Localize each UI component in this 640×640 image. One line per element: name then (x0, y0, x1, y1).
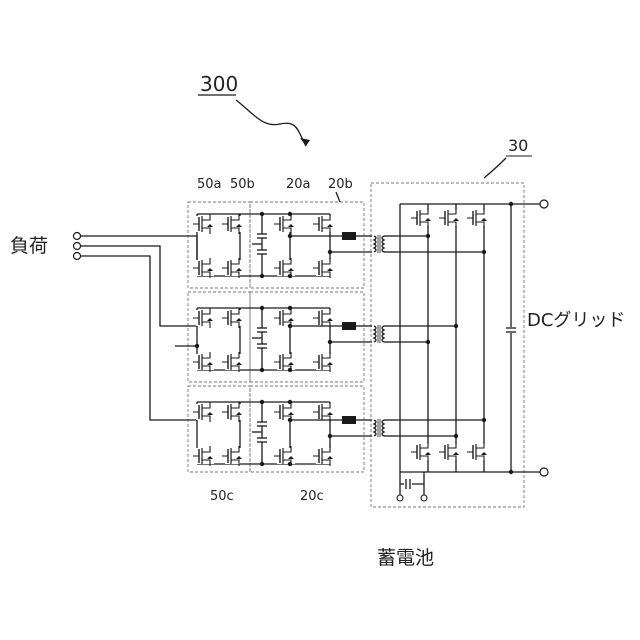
switch-top-leg-3 (467, 208, 488, 228)
dc-grid-label: DCグリッド (527, 310, 625, 331)
load-feeders (74, 233, 198, 421)
junction-dot (288, 400, 292, 404)
ref-30-label: 30 (508, 136, 528, 155)
junction-dot (260, 400, 264, 404)
switch-bottom-leg-2 (439, 442, 460, 462)
p3-switch-50a-bottom (193, 446, 214, 466)
p2-switch-20b-bottom (313, 352, 334, 372)
junction-dot (288, 368, 292, 372)
junction-dot (260, 462, 264, 466)
p3-capacitor-2 (257, 438, 267, 442)
dc-link-capacitor (506, 328, 516, 332)
switch-top-leg-2 (439, 208, 460, 228)
p2-switch-20b-top (313, 308, 334, 328)
p1-switch-20b-top (313, 214, 334, 234)
load-terminal-3 (74, 253, 81, 260)
p2-capacitor-1 (257, 328, 267, 332)
p1-switch-50a-bottom (193, 258, 214, 278)
phase-stages (175, 212, 396, 466)
p1-switch-50b-bottom (222, 258, 243, 278)
p2-switch-50a-bottom (193, 352, 214, 372)
feeder-phase-1 (81, 236, 197, 268)
p2-switch-50b-bottom (222, 352, 243, 372)
p1-switch-20a-top (274, 214, 295, 234)
p3-switch-20b-top (313, 402, 334, 422)
dc-grid-terminal-positive (540, 200, 548, 208)
battery-terminal-2 (421, 495, 427, 501)
p2-inductor (342, 322, 356, 330)
ref-50c-label: 50c (210, 489, 234, 504)
battery-lead-1 (400, 472, 404, 484)
p3-capacitor-1 (257, 422, 267, 426)
ref-50b-label: 50b (230, 177, 255, 192)
p3-transformer (374, 419, 384, 437)
battery-capacitor (406, 479, 410, 489)
p1-capacitor-1 (257, 234, 267, 238)
p1-switch-20b-bottom (313, 258, 334, 278)
junction-dot (288, 418, 292, 422)
switch-top-leg-1 (411, 208, 432, 228)
junction-dot (260, 212, 264, 216)
p1-transformer (374, 235, 384, 253)
load-terminal-1 (74, 233, 81, 240)
junction-dot (328, 340, 332, 344)
junction-dot (260, 274, 264, 278)
ref-300-label: 300 (200, 72, 238, 96)
junction-dot (288, 274, 292, 278)
junction-dot (288, 234, 292, 238)
p3-switch-50b-bottom (222, 446, 243, 466)
ref-300-leader-arrow (236, 100, 306, 146)
p2-transformer (374, 325, 384, 343)
junction-dot (328, 250, 332, 254)
junction-dot (288, 306, 292, 310)
p1-switch-50b-top (222, 214, 243, 234)
p1-capacitor-2 (257, 250, 267, 254)
p3-inductor (342, 416, 356, 424)
junction-dot (288, 212, 292, 216)
ref-20b-leader (336, 192, 340, 202)
ref-20c-label: 20c (300, 489, 324, 504)
ref-30-leader (484, 158, 506, 178)
ref-20b-label: 20b (328, 177, 353, 192)
p2-switch-50a-top (193, 308, 214, 328)
battery-label: 蓄電池 (377, 547, 434, 569)
load-terminal-2 (74, 243, 81, 250)
dc-grid-terminal-negative (540, 468, 548, 476)
junction-dot (288, 462, 292, 466)
battery-terminal-1 (397, 495, 403, 501)
feeder-phase-3 (81, 256, 197, 420)
ref-20a-label: 20a (286, 177, 311, 192)
switch-bottom-leg-3 (467, 442, 488, 462)
converter-30 (396, 200, 548, 501)
module-20-phase-2 (250, 292, 364, 382)
p1-inductor (342, 232, 356, 240)
junction-dot (260, 368, 264, 372)
p1-switch-50a-top (193, 214, 214, 234)
ref-50a-label: 50a (197, 177, 222, 192)
load-label: 負荷 (10, 235, 48, 257)
p2-switch-50b-top (222, 308, 243, 328)
feeder-phase-2 (81, 246, 197, 326)
switch-bottom-leg-1 (411, 442, 432, 462)
p2-capacitor-2 (257, 344, 267, 348)
module-20-phase-1 (250, 202, 364, 288)
junction-dot (328, 434, 332, 438)
battery-lead-2 (412, 472, 424, 484)
junction-dot (260, 306, 264, 310)
module-20-phase-3 (250, 386, 364, 472)
p3-switch-20b-bottom (313, 446, 334, 466)
p3-switch-50a-top (193, 402, 214, 422)
p3-switch-50b-top (222, 402, 243, 422)
junction-dot (288, 324, 292, 328)
junction-dot (195, 344, 199, 348)
